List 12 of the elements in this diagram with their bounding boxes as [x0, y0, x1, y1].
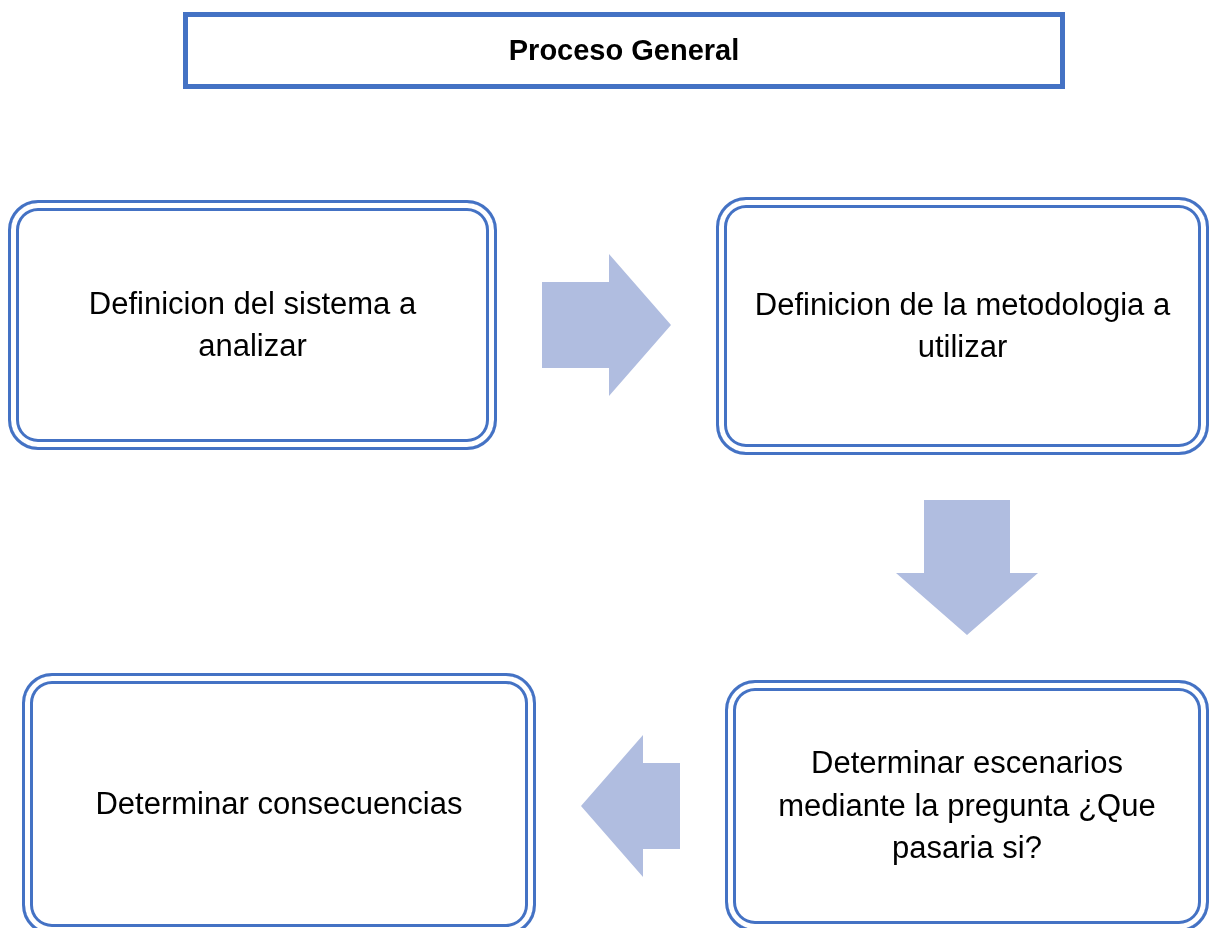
block-arrow [581, 735, 680, 877]
process-box [725, 680, 1209, 928]
box-text: Determinar consecuencias [95, 784, 463, 823]
process-box [716, 197, 1209, 455]
box-text: Definicion del sistema a analizar [87, 284, 418, 365]
block-arrow [542, 254, 671, 396]
box-text: Determinar escenarios mediante la pregunta ¿Que pasaria si? [777, 744, 1157, 868]
process-box [22, 673, 536, 928]
block-arrow [896, 500, 1038, 635]
title: Proceso General [183, 12, 1065, 89]
process-box [8, 200, 497, 450]
box-text: Definicion de la metodologia a utilizar [753, 285, 1172, 366]
